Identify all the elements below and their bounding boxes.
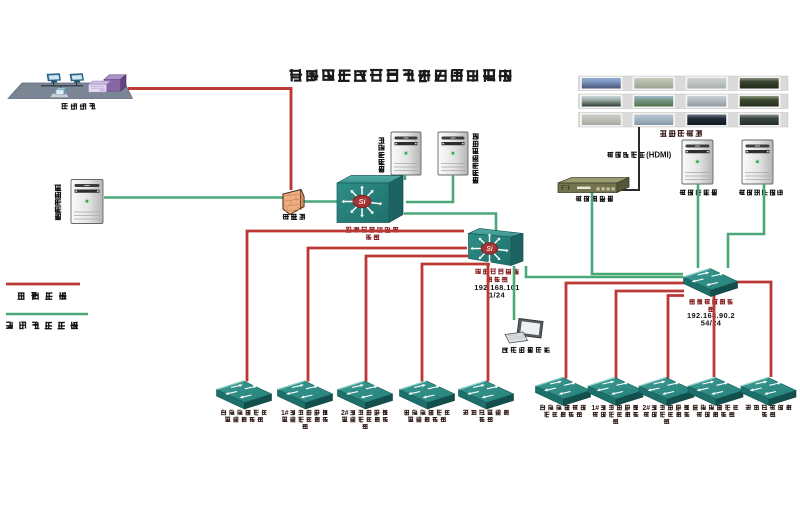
svg-text:192.168.101: 192.168.101 bbox=[474, 283, 520, 292]
svg-text:54/24: 54/24 bbox=[701, 319, 722, 328]
svg-text:1#: 1# bbox=[281, 410, 289, 417]
svg-text:2#: 2# bbox=[642, 405, 650, 412]
svg-text:(HDMI): (HDMI) bbox=[646, 150, 672, 159]
svg-text:Si: Si bbox=[486, 246, 494, 253]
svg-text:192.168.90.2: 192.168.90.2 bbox=[687, 311, 735, 320]
svg-text:1/24: 1/24 bbox=[489, 291, 505, 300]
svg-text:Si: Si bbox=[358, 197, 366, 206]
svg-text:1#: 1# bbox=[591, 405, 599, 412]
svg-text:2#: 2# bbox=[341, 410, 349, 417]
